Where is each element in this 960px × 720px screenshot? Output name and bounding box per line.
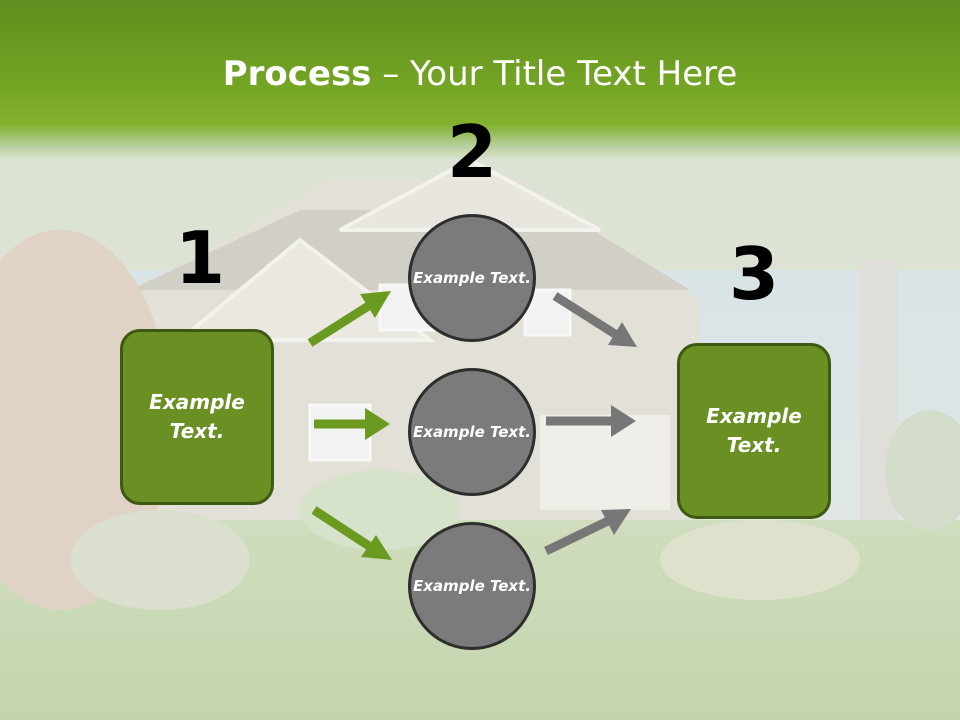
step-box-1-label: Example Text. <box>149 390 245 443</box>
step-box-3-label: Example Text. <box>706 404 802 457</box>
step-number-1: 1 <box>174 216 226 300</box>
circle-top-label: Example Text. <box>413 268 531 287</box>
circle-bottom-label: Example Text. <box>413 576 531 595</box>
circle-bottom: Example Text. <box>408 522 536 650</box>
slide-title: Process – Your Title Text Here <box>0 52 960 96</box>
gray-arrow-up <box>544 509 631 556</box>
step-box-3: Example Text. <box>677 343 831 519</box>
title-strong: Process <box>222 54 372 94</box>
title-rest: – Your Title Text Here <box>371 54 738 94</box>
green-arrow-middle <box>314 408 390 440</box>
step-box-1: Example Text. <box>120 329 274 505</box>
title-band <box>0 0 960 160</box>
circle-middle-label: Example Text. <box>413 422 531 441</box>
circle-top: Example Text. <box>408 214 536 342</box>
green-arrow-up <box>307 291 391 347</box>
gray-arrow-down <box>552 292 637 347</box>
step-number-2: 2 <box>446 110 498 194</box>
gray-arrow-middle <box>546 405 636 437</box>
circle-middle: Example Text. <box>408 368 536 496</box>
green-arrow-down <box>311 506 392 560</box>
step-number-3: 3 <box>728 232 780 316</box>
